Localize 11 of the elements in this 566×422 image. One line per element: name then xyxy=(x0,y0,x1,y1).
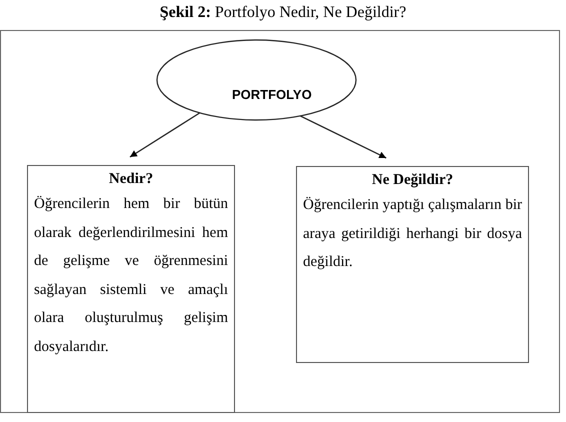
node-label: PORTFOLYO xyxy=(232,87,312,102)
text-box xyxy=(296,166,529,363)
ellipse-node xyxy=(156,39,357,121)
text-box xyxy=(27,165,235,413)
figure-title: Şekil 2: Portfolyo Nedir, Ne Değildir? xyxy=(158,4,408,22)
box-heading: Nedir? xyxy=(108,170,154,189)
arrow xyxy=(130,112,200,158)
box-text: Öğrencilerin hem bir bütün olarak değerlendirilmesini hem de gelişme ve öğrenmesini sağlayan sistemli ve amaçlı olara oluşturulmuş gelişim dosyalarıdır. xyxy=(34,195,228,357)
box-text: Öğrencilerin yaptığı çalışmaların bir araya getirildiği herhangi bir dosya değildir. xyxy=(303,196,522,272)
arrow xyxy=(300,115,386,159)
box-heading: Ne Değildir? xyxy=(370,171,454,190)
